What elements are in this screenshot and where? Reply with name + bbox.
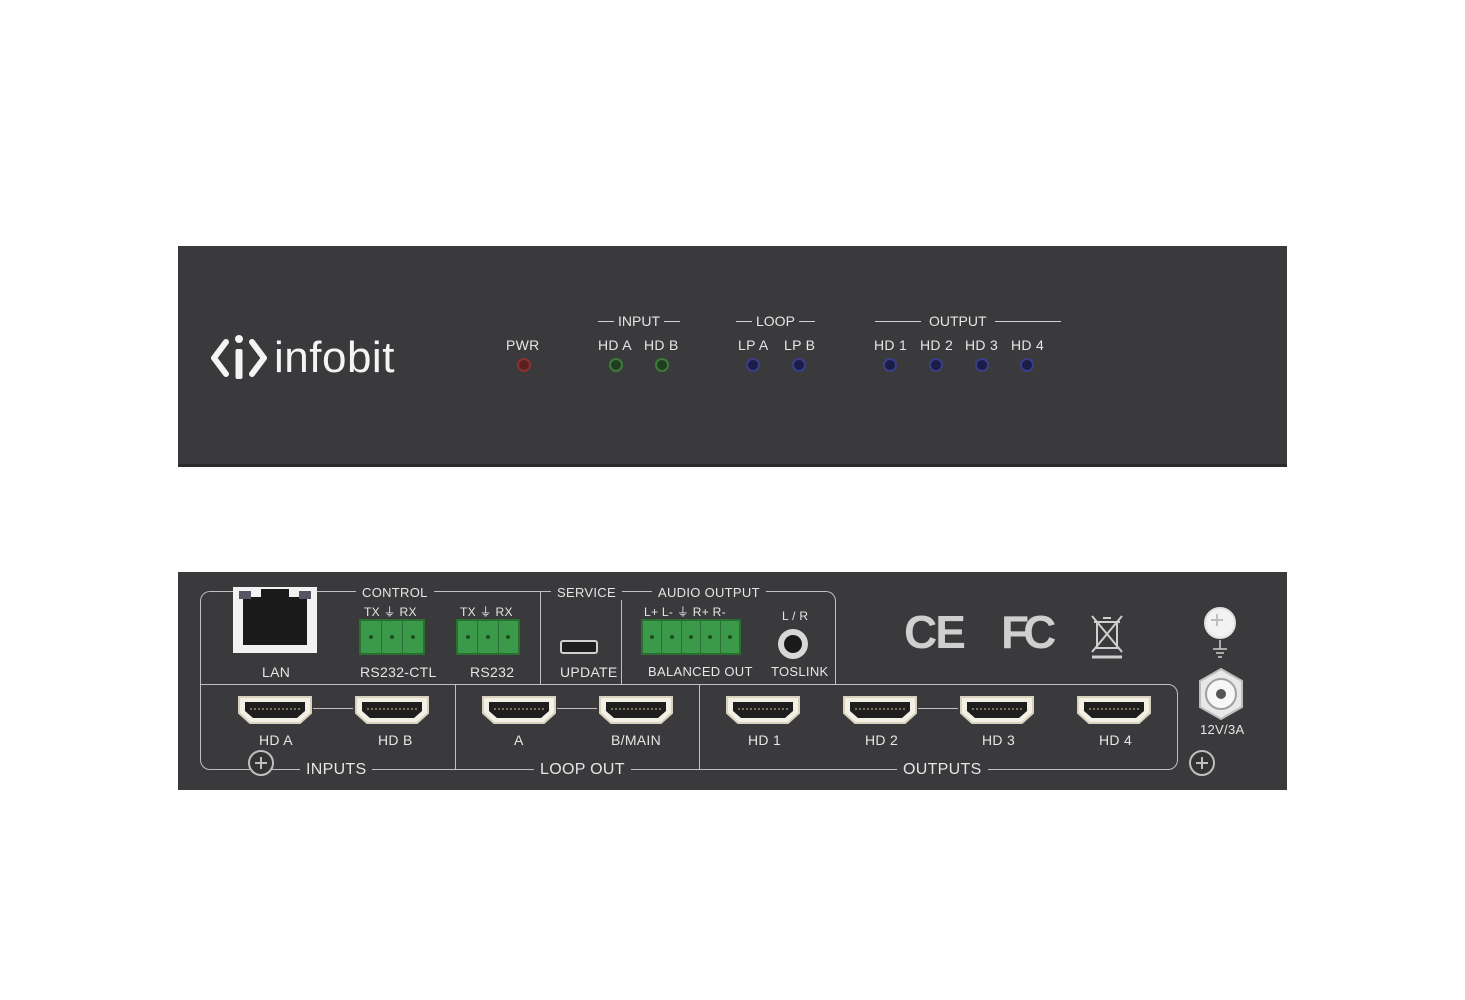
hdmi-loop-a[interactable] <box>480 694 558 726</box>
hdmi-output-hd-1[interactable] <box>724 694 802 726</box>
loop-label-a: A <box>514 732 524 748</box>
led-label-hd-b: HD B <box>644 337 679 353</box>
output-label-hd-3: HD 3 <box>982 732 1016 748</box>
led-label-hd-a: HD A <box>598 337 632 353</box>
inputs-group-label: INPUTS <box>300 761 373 779</box>
service-group-label: SERVICE <box>551 585 622 600</box>
input-led-hd-a <box>609 358 623 372</box>
led-label-hd-2: HD 2 <box>920 337 954 353</box>
led-label-lp-a: LP A <box>738 337 769 353</box>
hdmi-output-hd-2[interactable] <box>841 694 919 726</box>
output-label-hd-2: HD 2 <box>865 732 899 748</box>
audio-group-label: AUDIO OUTPUT <box>652 585 766 600</box>
update-label: UPDATE <box>560 664 618 680</box>
mount-screw-left-icon <box>248 750 274 776</box>
rear-panel <box>178 572 1287 790</box>
audio-pins: L+ L- ⏚ R+ R- <box>644 605 726 619</box>
loop-led-b <box>792 358 806 372</box>
ce-mark-icon: CE <box>904 606 966 658</box>
mount-screw-right-icon <box>1189 750 1215 776</box>
loop-link-line <box>557 708 597 709</box>
hdmi-output-hd-3[interactable] <box>958 694 1036 726</box>
loop-out-group-label: LOOP OUT <box>534 761 631 779</box>
power-label: 12V/3A <box>1200 722 1245 737</box>
output-label-hd-4: HD 4 <box>1099 732 1133 748</box>
pwr-label: PWR <box>506 337 540 353</box>
output-led-hd-3 <box>975 358 989 372</box>
hdmi-input-hd-a[interactable] <box>236 694 314 726</box>
output-label-hd-1: HD 1 <box>748 732 782 748</box>
infobit-logo: infobit <box>210 330 395 386</box>
led-label-hd-1: HD 1 <box>874 337 908 353</box>
toslink-port[interactable] <box>778 629 808 659</box>
control-group-label: CONTROL <box>356 585 434 600</box>
outputs-group-label: OUTPUTS <box>897 761 988 779</box>
control-frame <box>200 591 836 684</box>
input-group-label: INPUT <box>598 313 680 329</box>
balanced-out-terminal[interactable] <box>641 619 741 655</box>
service-frame <box>540 591 622 684</box>
rs232-pins: TX ⏚ RX <box>460 605 513 619</box>
update-usb-port[interactable] <box>560 640 598 654</box>
lan-label: LAN <box>262 664 291 680</box>
hdmi-loop-b-main[interactable] <box>597 694 675 726</box>
hdmi-input-hd-b[interactable] <box>353 694 431 726</box>
input-label-hd-a: HD A <box>259 732 293 748</box>
loop-group-label: LOOP <box>736 313 815 329</box>
ground-symbol-icon <box>1213 640 1227 658</box>
rs232-terminal[interactable] <box>456 619 520 655</box>
led-label-hd-3: HD 3 <box>965 337 999 353</box>
balanced-out-label: BALANCED OUT <box>648 664 753 679</box>
output-led-hd-4 <box>1020 358 1034 372</box>
lan-port[interactable] <box>233 587 317 653</box>
infobit-logo-icon <box>211 335 267 379</box>
loop-label-b-main: B/MAIN <box>611 732 662 748</box>
toslink-label: TOSLINK <box>771 664 829 679</box>
input-label-hd-b: HD B <box>378 732 413 748</box>
rs232ctl-pins: TX ⏚ RX <box>364 605 417 619</box>
rs232-label: RS232 <box>470 664 515 680</box>
rs232ctl-terminal[interactable] <box>359 619 425 655</box>
loop-led-a <box>746 358 760 372</box>
front-panel <box>178 246 1287 467</box>
brand-name: infobit <box>274 333 395 382</box>
outputs-link-line <box>918 708 958 709</box>
fcc-mark-icon: FC <box>1001 606 1056 658</box>
power-jack[interactable] <box>1196 667 1246 721</box>
loop-frame <box>455 684 700 770</box>
input-led-hd-b <box>655 358 669 372</box>
output-led-hd-2 <box>929 358 943 372</box>
inputs-link-line <box>313 708 353 709</box>
ports-frame <box>200 684 1178 770</box>
ground-screw-icon[interactable] <box>1204 607 1236 639</box>
led-label-hd-4: HD 4 <box>1011 337 1045 353</box>
weee-bin-icon <box>1091 615 1123 659</box>
lr-label: L / R <box>782 609 809 623</box>
hdmi-output-hd-4[interactable] <box>1075 694 1153 726</box>
output-led-hd-1 <box>883 358 897 372</box>
pwr-led <box>517 358 531 372</box>
rs232ctl-label: RS232-CTL <box>360 664 437 680</box>
led-label-lp-b: LP B <box>784 337 816 353</box>
output-group-label: OUTPUT <box>875 313 1061 329</box>
